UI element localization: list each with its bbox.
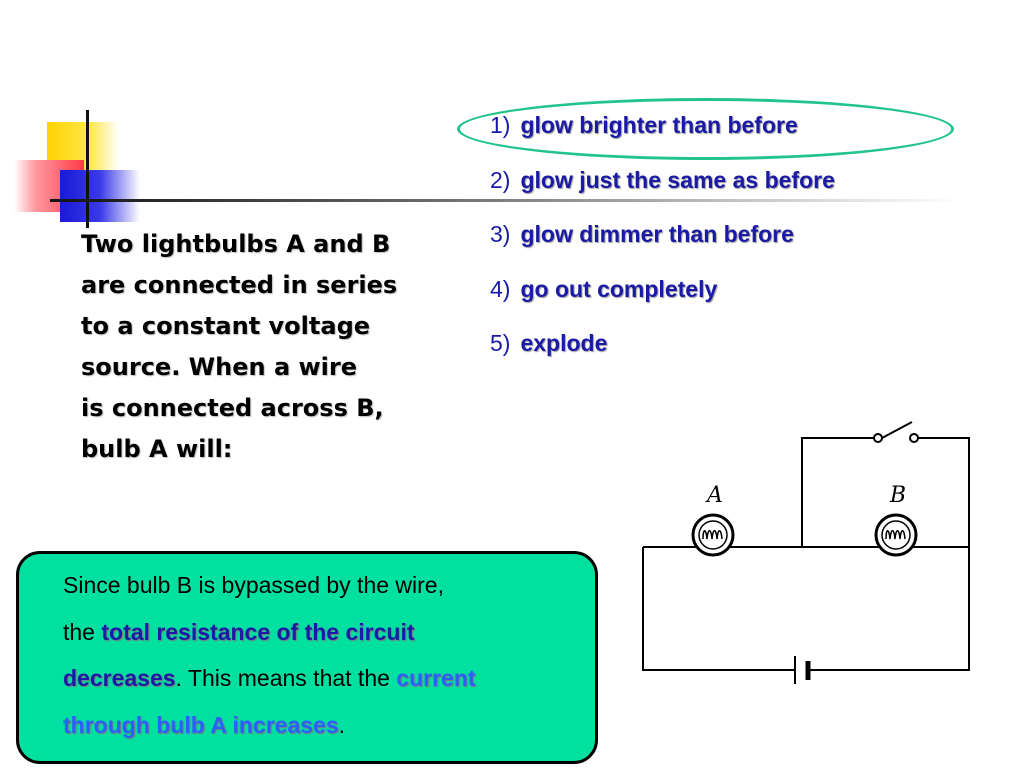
explanation-emphasis: total resistance of the circuit — [101, 618, 415, 645]
answer-number: 5) — [490, 330, 511, 356]
answer-text: glow just the same as before — [520, 166, 835, 193]
explanation-current-emphasis: through bulb A increases — [63, 711, 339, 738]
switch-contact — [873, 433, 883, 443]
bypass-wire — [801, 437, 874, 547]
answer-choice-5[interactable]: 5) explode — [490, 330, 835, 385]
explanation-line-1: Since bulb B is bypassed by the wire, — [63, 572, 444, 598]
explanation-text: . — [338, 711, 345, 738]
answer-text: glow dimmer than before — [520, 221, 794, 247]
question-line: to a constant voltage — [81, 312, 371, 340]
explanation-current-emphasis: current — [396, 665, 476, 691]
correct-answer-highlight-oval — [457, 98, 954, 160]
question-line: is connected across B, — [81, 394, 384, 422]
circuit-diagram: A B — [642, 421, 970, 684]
answer-number: 3) — [490, 221, 511, 247]
bulb-b-label: B — [889, 483, 906, 508]
question-text: Two lightbulbs A and B are connected in … — [81, 224, 471, 470]
title-divider-line — [50, 199, 962, 202]
answer-choice-3[interactable]: 3) glow dimmer than before — [490, 221, 835, 276]
bulb-b-icon — [874, 513, 918, 557]
answer-text: explode — [520, 330, 608, 356]
decor-blue-square — [60, 170, 140, 222]
switch-lever — [881, 421, 913, 439]
explanation-text: . This means that the — [175, 665, 397, 691]
decor-vertical-line — [86, 110, 89, 228]
answer-choices: 1) glow brighter than before 2) glow just … — [490, 112, 835, 385]
answer-choice-1[interactable]: 1) glow brighter than before — [490, 112, 835, 167]
question-line: bulb A will: — [81, 435, 233, 463]
bulb-a-label: A — [705, 483, 723, 508]
question-line: Two lightbulbs A and B — [81, 230, 391, 258]
answer-number: 2) — [490, 166, 511, 193]
question-line: are connected in series — [81, 271, 398, 299]
bypass-wire — [918, 437, 970, 547]
answer-choice-4[interactable]: 4) go out completely — [490, 276, 835, 331]
explanation-emphasis: decreases — [63, 665, 176, 691]
explanation-callout: Since bulb B is bypassed by the wire, th… — [16, 551, 598, 764]
explanation-text: the — [63, 618, 102, 645]
answer-text: glow brighter than before — [520, 112, 798, 138]
switch-contact — [909, 433, 919, 443]
question-line: source. When a wire — [81, 353, 358, 381]
answer-text: go out completely — [520, 275, 718, 302]
circuit-wire — [808, 547, 970, 671]
circuit-wire — [642, 547, 795, 671]
answer-number: 1) — [490, 112, 511, 138]
answer-number: 4) — [490, 275, 511, 302]
bulb-a-icon — [691, 513, 735, 557]
answer-choice-2[interactable]: 2) glow just the same as before — [490, 167, 835, 222]
